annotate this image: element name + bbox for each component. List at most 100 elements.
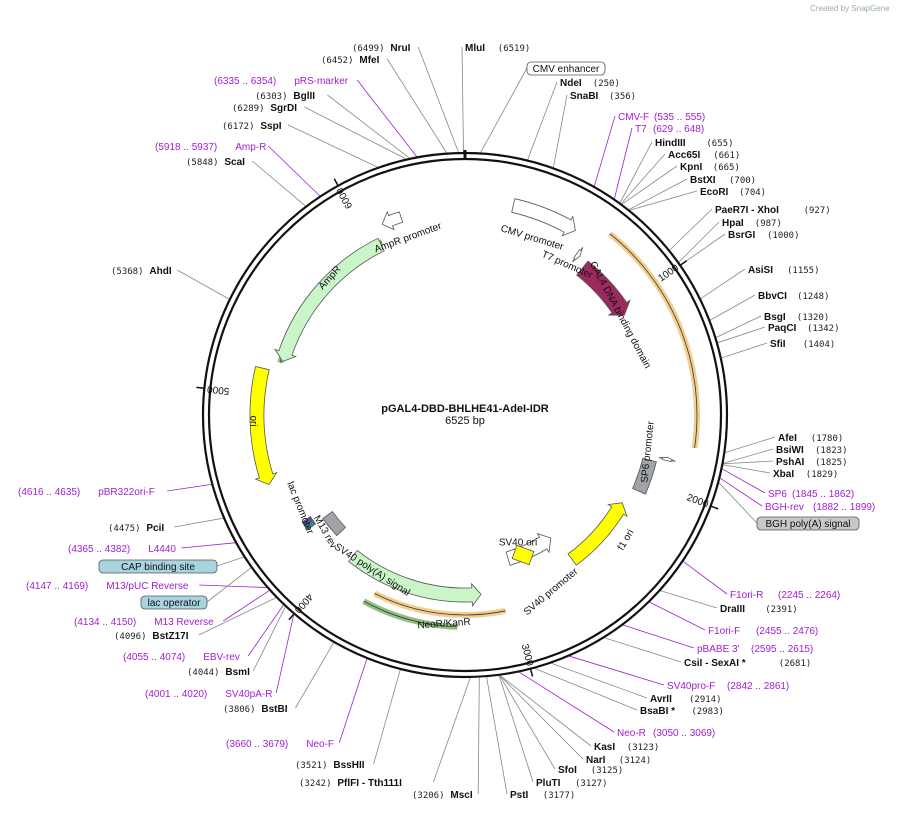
f1-ori-arrow	[567, 502, 628, 566]
site-label-paer7i: PaeR7I - XhoI	[715, 205, 779, 216]
feature-label-sv40-pa: SV40 poly(A) signal	[332, 542, 412, 599]
site-position: (5368)	[111, 267, 144, 277]
tick-mark	[333, 178, 339, 187]
leader-line	[721, 342, 768, 359]
site-position: (2681)	[779, 659, 812, 669]
leader-line	[199, 584, 268, 588]
cmv-promoter-arrow	[511, 198, 576, 237]
site-label-nari: NarI	[586, 755, 606, 766]
leader-line	[295, 642, 334, 709]
site-position: (1823)	[815, 446, 848, 456]
leader-line	[206, 566, 252, 603]
tick-label: 3000	[519, 643, 535, 668]
sv40-polya-box	[322, 510, 347, 537]
site-label-pshai: PshAI	[776, 457, 805, 468]
leader-line	[247, 604, 285, 657]
leader-line	[499, 675, 592, 747]
leader-line	[725, 436, 776, 453]
tick-mark	[196, 386, 205, 389]
cap-site-mark	[301, 516, 314, 527]
snapgene-credit: Created by SnapGene	[810, 4, 890, 13]
leader-line	[621, 165, 678, 205]
primer-label-l4440: L4440	[148, 544, 176, 555]
primer-range: (2842 .. 2861)	[727, 681, 789, 692]
primer-label-pbr322ori-f: pBR322ori-F	[98, 487, 155, 498]
site-label-ecori: EcoRI	[700, 187, 729, 198]
leader-line	[613, 127, 633, 200]
site-position: (3242)	[299, 779, 332, 789]
svg-text:CMV enhancer: CMV enhancer	[533, 64, 600, 75]
feature-highlight-line	[609, 233, 698, 449]
leader-line	[710, 294, 756, 321]
site-position: (6303)	[255, 92, 288, 102]
site-position: (2914)	[689, 695, 722, 705]
primer-label-sv40pa-r: SV40pA-R	[225, 689, 272, 700]
site-position: (2983)	[691, 707, 724, 717]
leader-line	[499, 675, 556, 770]
site-position: (1342)	[807, 324, 840, 334]
leader-line	[252, 606, 286, 672]
site-label-bbvci: BbvCI	[758, 291, 787, 302]
site-position: (1829)	[806, 470, 839, 480]
svg-text:CAP binding site: CAP binding site	[121, 562, 195, 573]
site-label-paqci: PaqCI	[768, 323, 797, 334]
site-label-bstxi: BstXI	[690, 175, 716, 186]
site-label-asisi: AsiSI	[748, 265, 773, 276]
site-position: (5848)	[186, 158, 219, 168]
site-position: (3806)	[223, 705, 256, 715]
primer-label-sp6: SP6	[768, 489, 787, 500]
leader-line	[568, 655, 665, 686]
site-label-kpni: KpnI	[680, 162, 702, 173]
site-position: (704)	[739, 188, 766, 198]
site-position: (4096)	[114, 632, 147, 642]
leader-line	[288, 124, 378, 168]
leader-line	[198, 597, 277, 636]
site-position: (1248)	[797, 292, 830, 302]
leader-line	[417, 46, 459, 153]
primer-range: (4001 .. 4020)	[145, 689, 207, 700]
site-position: (655)	[706, 139, 733, 149]
site-label-mfei: MfeI	[359, 55, 379, 66]
leader-line	[628, 178, 688, 210]
feature-label-neo: NeoR/KanR	[417, 617, 471, 632]
plasmid-size: 6525 bp	[445, 415, 485, 427]
site-position: (927)	[804, 206, 831, 216]
ampr-promoter-arrow	[381, 210, 404, 231]
neo-kanr-arrow	[348, 549, 482, 608]
leader-line	[356, 79, 418, 158]
tick-mark	[529, 668, 534, 677]
leader-line	[327, 94, 410, 159]
site-label-draiii: DraIII	[720, 604, 745, 615]
leader-line	[518, 671, 615, 733]
tick-mark	[679, 260, 688, 266]
feature-highlight-line	[374, 593, 506, 616]
site-label-bstz17i: BstZ17I	[152, 631, 188, 642]
primer-range: (4365 .. 4382)	[68, 544, 130, 555]
leader-line	[648, 601, 706, 631]
site-position: (356)	[609, 92, 636, 102]
leader-line	[167, 483, 213, 492]
site-position: (2391)	[765, 605, 798, 615]
leader-line	[386, 58, 447, 153]
leader-line	[433, 677, 471, 783]
leader-line	[477, 677, 480, 795]
tick-label: 6000	[335, 185, 356, 210]
site-position: (4044)	[187, 668, 220, 678]
primer-label-sv40pro-f: SV40pro-F	[667, 681, 715, 692]
site-label-bsmi: BsmI	[225, 667, 250, 678]
site-label-ndei: NdeI	[560, 78, 582, 89]
primer-range: (4147 .. 4169)	[26, 581, 88, 592]
leader-line	[461, 46, 464, 153]
primer-label-m13-reverse: M13 Reverse	[154, 617, 214, 628]
leader-line	[499, 675, 584, 760]
leader-line	[553, 94, 568, 168]
leader-line	[680, 233, 726, 266]
leader-line	[619, 141, 653, 203]
site-position: (1155)	[787, 266, 820, 276]
leader-line	[216, 556, 245, 567]
site-label-mlui: MluI	[465, 43, 485, 54]
site-label-pcii: PciI	[146, 523, 164, 534]
site-label-sfoi: SfoI	[558, 765, 577, 776]
site-label-bsrgi: BsrGI	[728, 230, 755, 241]
site-label-ahdi: AhdI	[149, 266, 171, 277]
